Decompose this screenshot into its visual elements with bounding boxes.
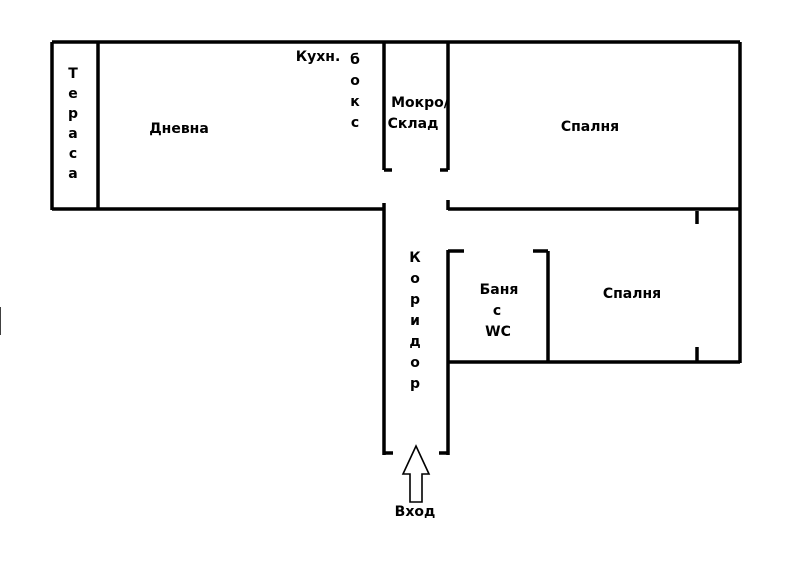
kitchen-box-letter: о <box>350 73 360 89</box>
kitchen-label: Кухн. <box>296 49 341 65</box>
walls <box>0 40 742 455</box>
bath-label-line2: с <box>493 303 501 319</box>
bedroom2-label: Спалня <box>603 286 661 302</box>
storage-label-line1: Мокро/ <box>391 95 450 111</box>
terrace-letter: а <box>68 126 77 142</box>
terrace-letter: е <box>68 86 78 102</box>
corridor-letter: о <box>410 355 420 371</box>
corridor-letter: р <box>410 292 420 308</box>
corridor-letter: д <box>409 334 420 350</box>
corridor-letter: К <box>409 250 421 266</box>
corridor-letter: и <box>410 313 420 329</box>
terrace-label: Т е р а с а <box>68 66 78 182</box>
kitchen-box-letter: с <box>351 115 359 131</box>
kitchen-box-letter: к <box>350 94 360 110</box>
corridor-label: К о р и д о р <box>409 250 421 392</box>
entrance-label: Вход <box>395 504 436 520</box>
storage-label-line2: Склад <box>388 116 439 132</box>
terrace-letter: р <box>68 106 78 122</box>
living-room-label: Дневна <box>149 121 209 137</box>
terrace-letter: с <box>69 146 77 162</box>
bedroom1-label: Спалня <box>561 119 619 135</box>
bath-label-line1: Баня <box>480 282 519 298</box>
corridor-letter: р <box>410 376 420 392</box>
up-arrow-icon <box>401 444 431 503</box>
corridor-letter: о <box>410 271 420 287</box>
terrace-letter: Т <box>68 66 78 82</box>
bath-label-line3: WC <box>485 324 511 340</box>
kitchen-box-label: б о к с <box>350 52 360 131</box>
terrace-letter: а <box>68 166 77 182</box>
kitchen-box-letter: б <box>350 52 360 68</box>
